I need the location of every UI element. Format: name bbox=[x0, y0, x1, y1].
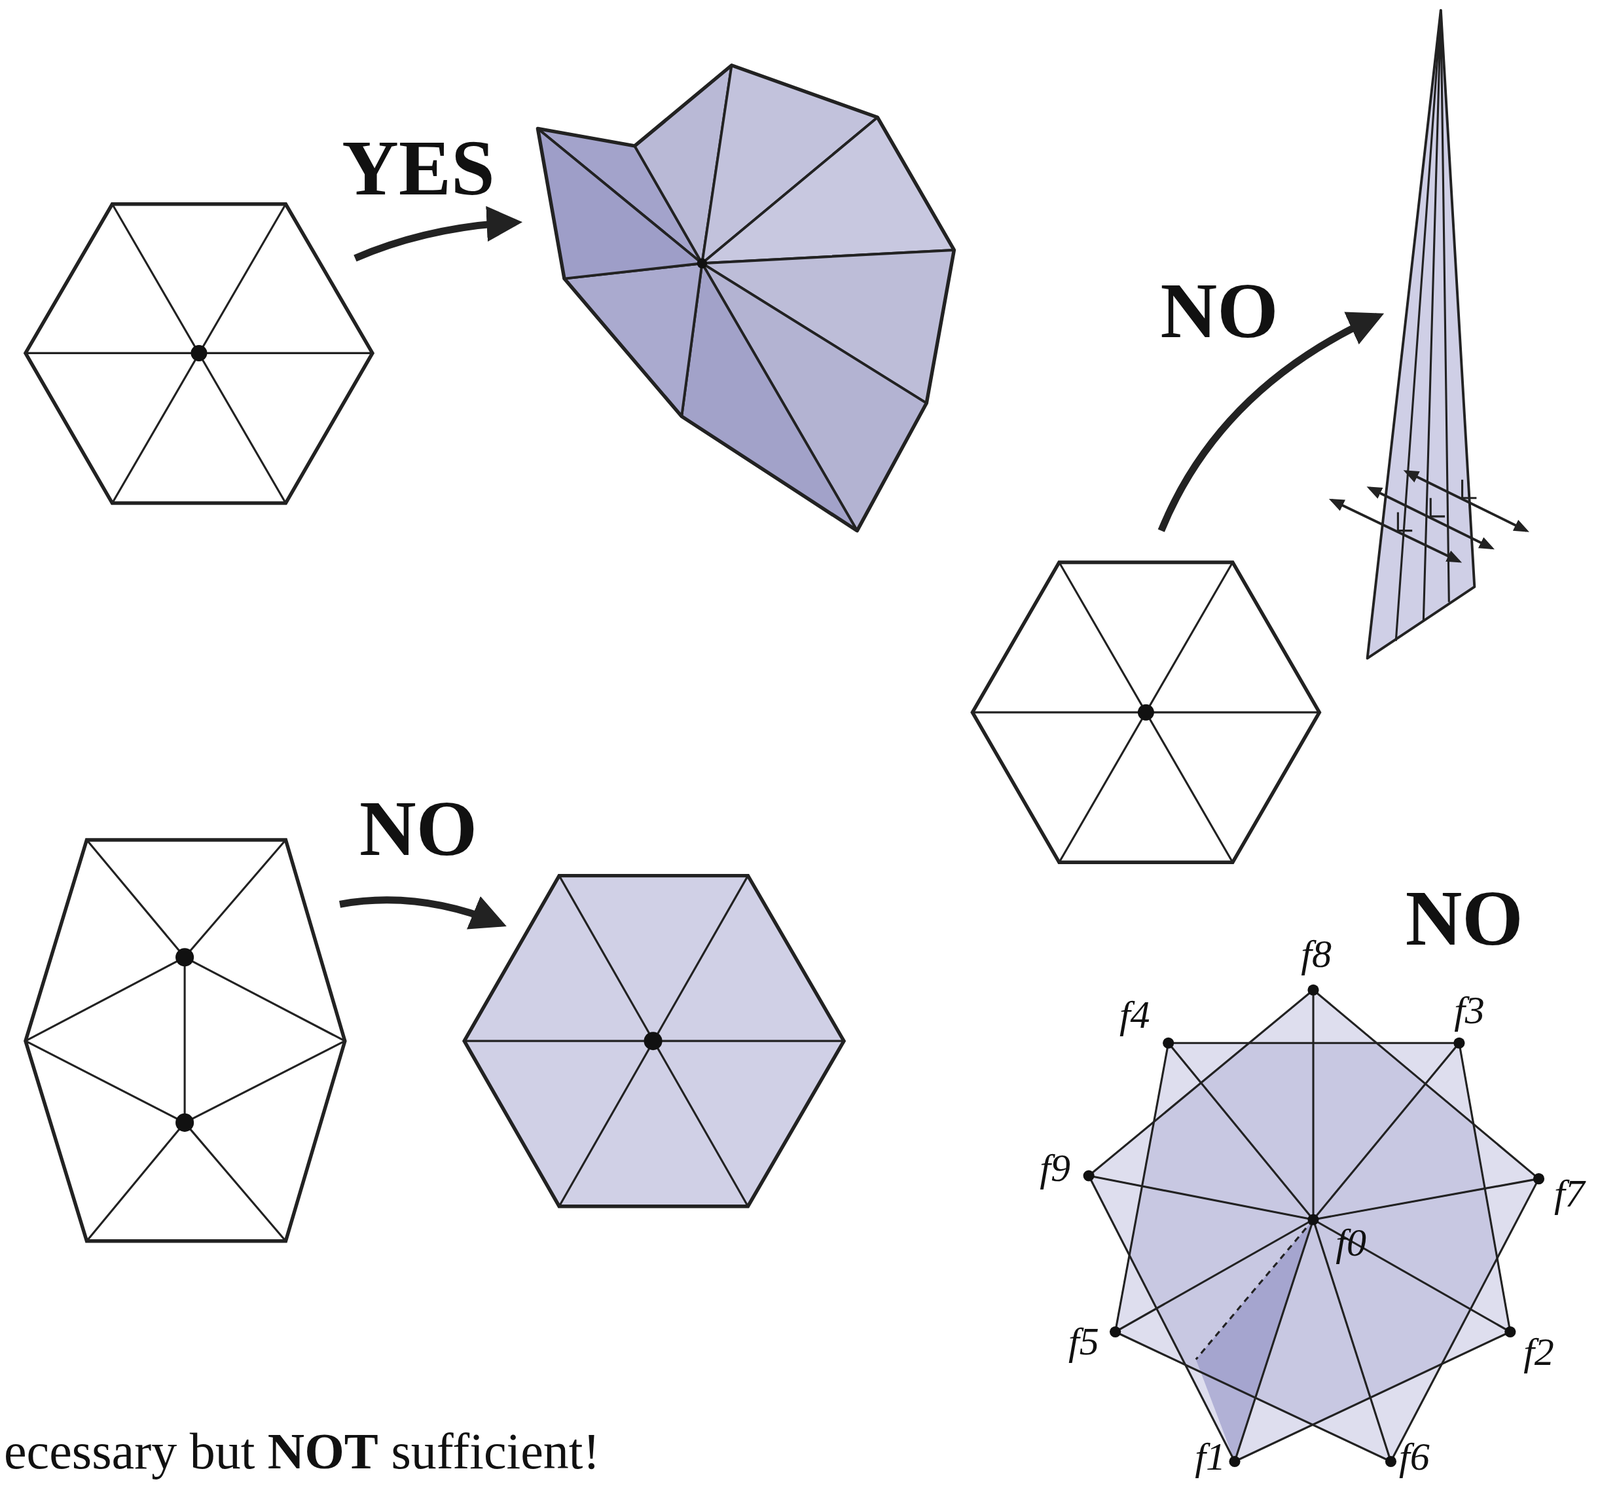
mesh-edge bbox=[1088, 989, 1314, 1176]
mesh-edge bbox=[1459, 1042, 1511, 1332]
vertex-label: f5 bbox=[1068, 1319, 1100, 1365]
folded-surface bbox=[537, 65, 954, 531]
fan-triangle bbox=[1313, 989, 1539, 1220]
vertex-label: f6 bbox=[1399, 1434, 1430, 1480]
mesh-edge bbox=[1088, 1175, 1314, 1220]
mesh-edge bbox=[1115, 1219, 1314, 1332]
highlight-triangle bbox=[1196, 1219, 1314, 1462]
vertex-label: f8 bbox=[1300, 931, 1332, 977]
vertex-label: f9 bbox=[1039, 1145, 1071, 1191]
fan-triangle bbox=[1313, 1179, 1539, 1462]
mesh-edge bbox=[1234, 1219, 1314, 1462]
mesh-edge bbox=[1313, 1179, 1539, 1220]
vertex-label: f0 bbox=[1335, 1220, 1367, 1266]
flat-mesh bbox=[972, 562, 1320, 863]
mesh-edge bbox=[1115, 1331, 1392, 1462]
verdict-label: NO bbox=[1405, 873, 1524, 964]
mesh-edge bbox=[1088, 1175, 1235, 1462]
flat-mesh bbox=[25, 839, 346, 1242]
mesh-edge bbox=[1311, 989, 1314, 1220]
vertex-dot bbox=[1307, 1213, 1319, 1225]
mesh-edge bbox=[1313, 1219, 1391, 1462]
vertex-label: f3 bbox=[1454, 987, 1485, 1034]
vertex-dot bbox=[1307, 984, 1319, 996]
verdict-label: NO bbox=[1160, 265, 1279, 357]
mesh-edge bbox=[1313, 1042, 1460, 1220]
vertex-dot bbox=[1162, 1037, 1174, 1049]
degenerate-spike bbox=[1331, 10, 1527, 659]
footer-text: sufficient! bbox=[390, 1421, 600, 1481]
vertex-dot bbox=[1385, 1455, 1397, 1468]
mesh-edge bbox=[1168, 1042, 1314, 1220]
vertex-dot bbox=[1533, 1173, 1545, 1185]
mesh-edge bbox=[1234, 1331, 1511, 1462]
arrow bbox=[339, 900, 501, 924]
footer-text: NOT bbox=[267, 1421, 379, 1481]
vertex-dot bbox=[1228, 1455, 1240, 1468]
vertex-dot bbox=[1453, 1037, 1465, 1049]
verdict-label: YES bbox=[341, 123, 495, 214]
flat-mesh bbox=[25, 204, 373, 504]
vertex-label: f1 bbox=[1194, 1434, 1226, 1480]
verdict-label: NO bbox=[359, 783, 478, 874]
vertex-label: f4 bbox=[1119, 992, 1151, 1038]
mesh-edge bbox=[1313, 989, 1539, 1179]
vertex-dot bbox=[1109, 1326, 1121, 1338]
vertex-dot bbox=[1083, 1169, 1095, 1182]
fan-triangle bbox=[1088, 1175, 1314, 1462]
arrow bbox=[354, 222, 516, 259]
image-mesh bbox=[464, 875, 844, 1207]
dashed-edge bbox=[1196, 1219, 1314, 1360]
footer-text: ecessary but bbox=[3, 1421, 255, 1481]
vertex-label: f7 bbox=[1554, 1171, 1585, 1217]
mesh-edge bbox=[1390, 1179, 1539, 1462]
vertex-dot bbox=[1504, 1326, 1516, 1338]
mesh-edge bbox=[1115, 1042, 1169, 1332]
vertex-label: f2 bbox=[1523, 1329, 1555, 1375]
overlapping-fan bbox=[1083, 984, 1546, 1468]
footer-note: ecessary butNOTsufficient! bbox=[3, 1421, 601, 1481]
